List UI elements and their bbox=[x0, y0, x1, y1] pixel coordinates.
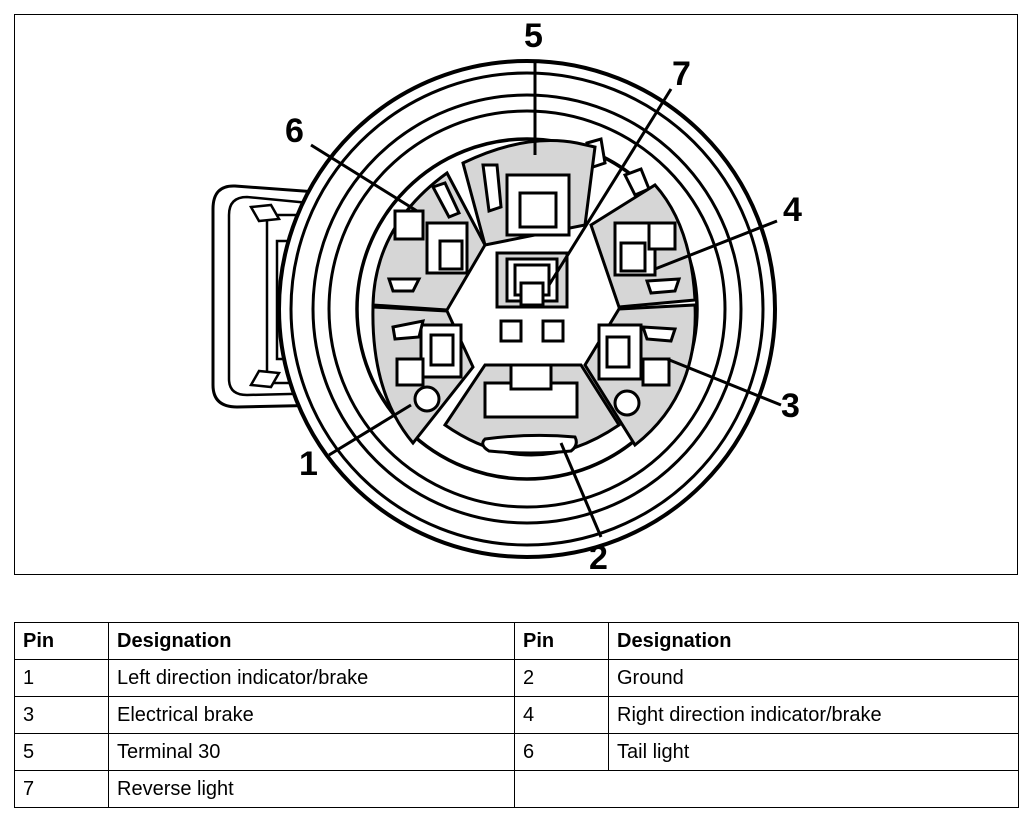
pin-number: 7 bbox=[14, 770, 109, 808]
table-row: 5 Terminal 30 6 Tail light bbox=[14, 733, 1019, 771]
pin-segments bbox=[371, 139, 697, 457]
pin-designation: Left direction indicator/brake bbox=[108, 659, 515, 697]
pin-designation: Ground bbox=[608, 659, 1019, 697]
socket-drawing: 5 7 6 4 3 1 2 bbox=[211, 17, 802, 576]
callout-7: 7 bbox=[672, 55, 691, 93]
leader-lines bbox=[310, 63, 782, 538]
outer-rings bbox=[277, 59, 777, 559]
callout-3: 3 bbox=[781, 387, 800, 425]
pin-designation: Tail light bbox=[608, 733, 1019, 771]
table-header-row: Pin Designation Pin Designation bbox=[14, 622, 1019, 660]
table-row: 1 Left direction indicator/brake 2 Groun… bbox=[14, 659, 1019, 697]
pin-number: 6 bbox=[514, 733, 609, 771]
empty-cell bbox=[514, 770, 1019, 808]
header-designation: Designation bbox=[608, 622, 1019, 660]
header-designation: Designation bbox=[108, 622, 515, 660]
callout-2: 2 bbox=[589, 539, 608, 576]
pin-number: 2 bbox=[514, 659, 609, 697]
callout-labels: 5 7 6 4 3 1 2 bbox=[285, 17, 802, 576]
callout-6: 6 bbox=[285, 112, 304, 150]
header-pin: Pin bbox=[514, 622, 609, 660]
callout-1: 1 bbox=[299, 445, 318, 483]
connector-diagram: 5 7 6 4 3 1 2 bbox=[14, 14, 1018, 576]
callout-5: 5 bbox=[524, 17, 543, 55]
table-row: 7 Reverse light bbox=[14, 770, 1019, 808]
pin-designation: Reverse light bbox=[108, 770, 515, 808]
pin-designation-table: Pin Designation Pin Designation 1 Left d… bbox=[14, 622, 1019, 808]
pin-designation: Terminal 30 bbox=[108, 733, 515, 771]
pin-designation: Right direction indicator/brake bbox=[608, 696, 1019, 734]
pin-number: 1 bbox=[14, 659, 109, 697]
table-row: 3 Electrical brake 4 Right direction ind… bbox=[14, 696, 1019, 734]
pin-number: 4 bbox=[514, 696, 609, 734]
callout-4: 4 bbox=[783, 191, 802, 229]
pin-number: 3 bbox=[14, 696, 109, 734]
header-pin: Pin bbox=[14, 622, 109, 660]
pin-number: 5 bbox=[14, 733, 109, 771]
pin-designation: Electrical brake bbox=[108, 696, 515, 734]
